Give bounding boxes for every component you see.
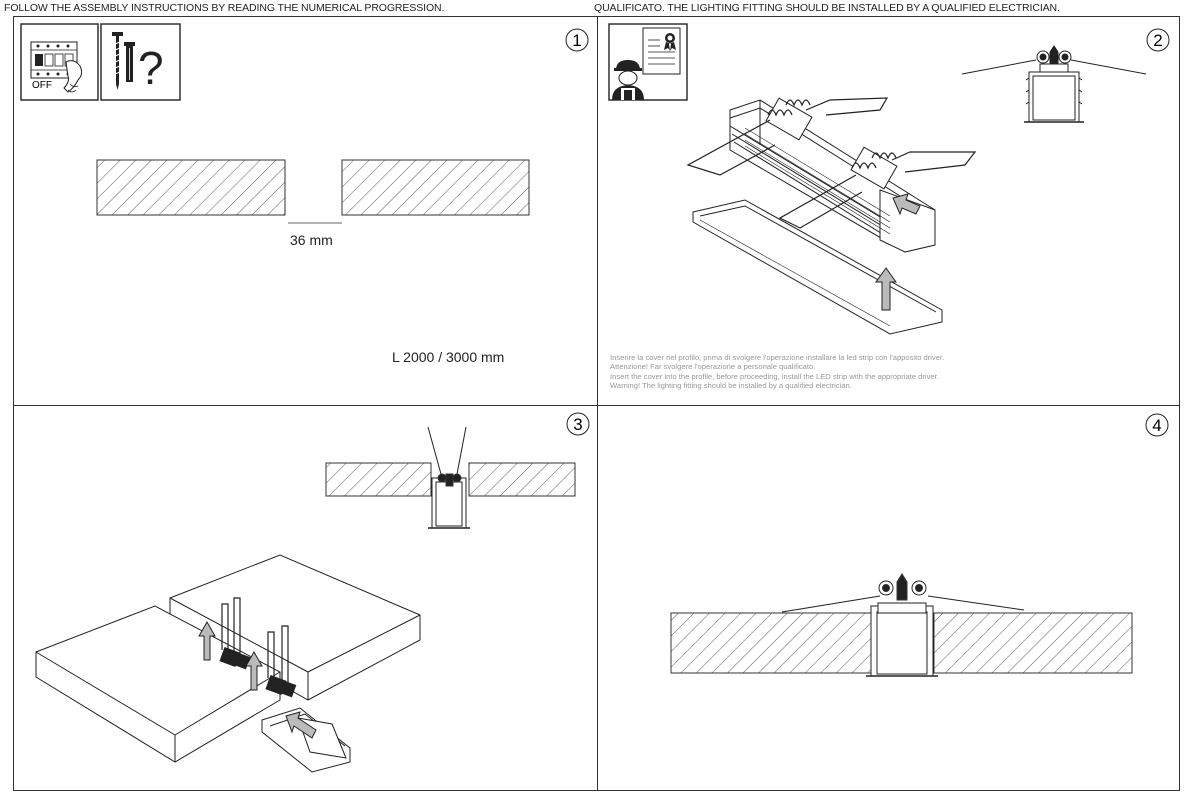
step-number-1: 1 (565, 28, 589, 52)
panel-divider-vertical (597, 16, 598, 791)
profile-cross-section-with-springs (961, 45, 1147, 123)
diffuser-cover (692, 199, 943, 335)
instruction-sheet-frame (13, 16, 1180, 791)
arrow-icon (198, 620, 317, 739)
arrow-icon (875, 193, 921, 311)
gap-dimension-label: 36 mm (290, 232, 333, 248)
question-mark-icon: ? (138, 42, 164, 94)
ceiling-cross-section-insertion (325, 426, 576, 529)
assembly-instructions-caption: FOLLOW THE ASSEMBLY INSTRUCTIONS BY READ… (4, 2, 445, 14)
installation-notes: Inserire la cover nel profilo, prima di … (610, 353, 944, 390)
note-italian-1: Inserire la cover nel profilo, prima di … (610, 353, 945, 362)
electrician-icon (608, 23, 688, 101)
step-number-4: 4 (1145, 413, 1169, 437)
step-number-3: 3 (566, 412, 590, 436)
profile-insertion-isometric (219, 597, 351, 773)
note-english-1: Insert the cover into the profile, befor… (610, 371, 939, 381)
step-number-2: 2 (1146, 28, 1170, 52)
svg-text:OFF: OFF (32, 80, 52, 91)
led-profile-isometric (686, 97, 977, 253)
certificate-icon (642, 27, 681, 75)
note-english-2: Warning! The lighting fitting should be … (610, 380, 852, 390)
ceiling-installed-cross-section (670, 573, 1133, 677)
ceiling-slab-right (341, 159, 530, 216)
svg-text:4: 4 (1152, 416, 1161, 435)
ceiling-slab-left (96, 159, 286, 216)
panel-divider-horizontal (13, 405, 1180, 406)
svg-text:3: 3 (573, 415, 582, 434)
svg-text:1: 1 (572, 31, 581, 50)
electrician-warning-caption: QUALIFICATO. THE LIGHTING FITTING SHOULD… (594, 2, 1060, 14)
tools-icon (100, 23, 181, 101)
circuit-breaker-off-icon: OFF (20, 23, 99, 101)
ceiling-slab-isometric (35, 554, 421, 763)
svg-text:2: 2 (1153, 31, 1162, 50)
length-dimension-label: L 2000 / 3000 mm (392, 349, 504, 365)
note-italian-2: Attenzione! Far svolgere l'operazione a … (610, 362, 816, 372)
